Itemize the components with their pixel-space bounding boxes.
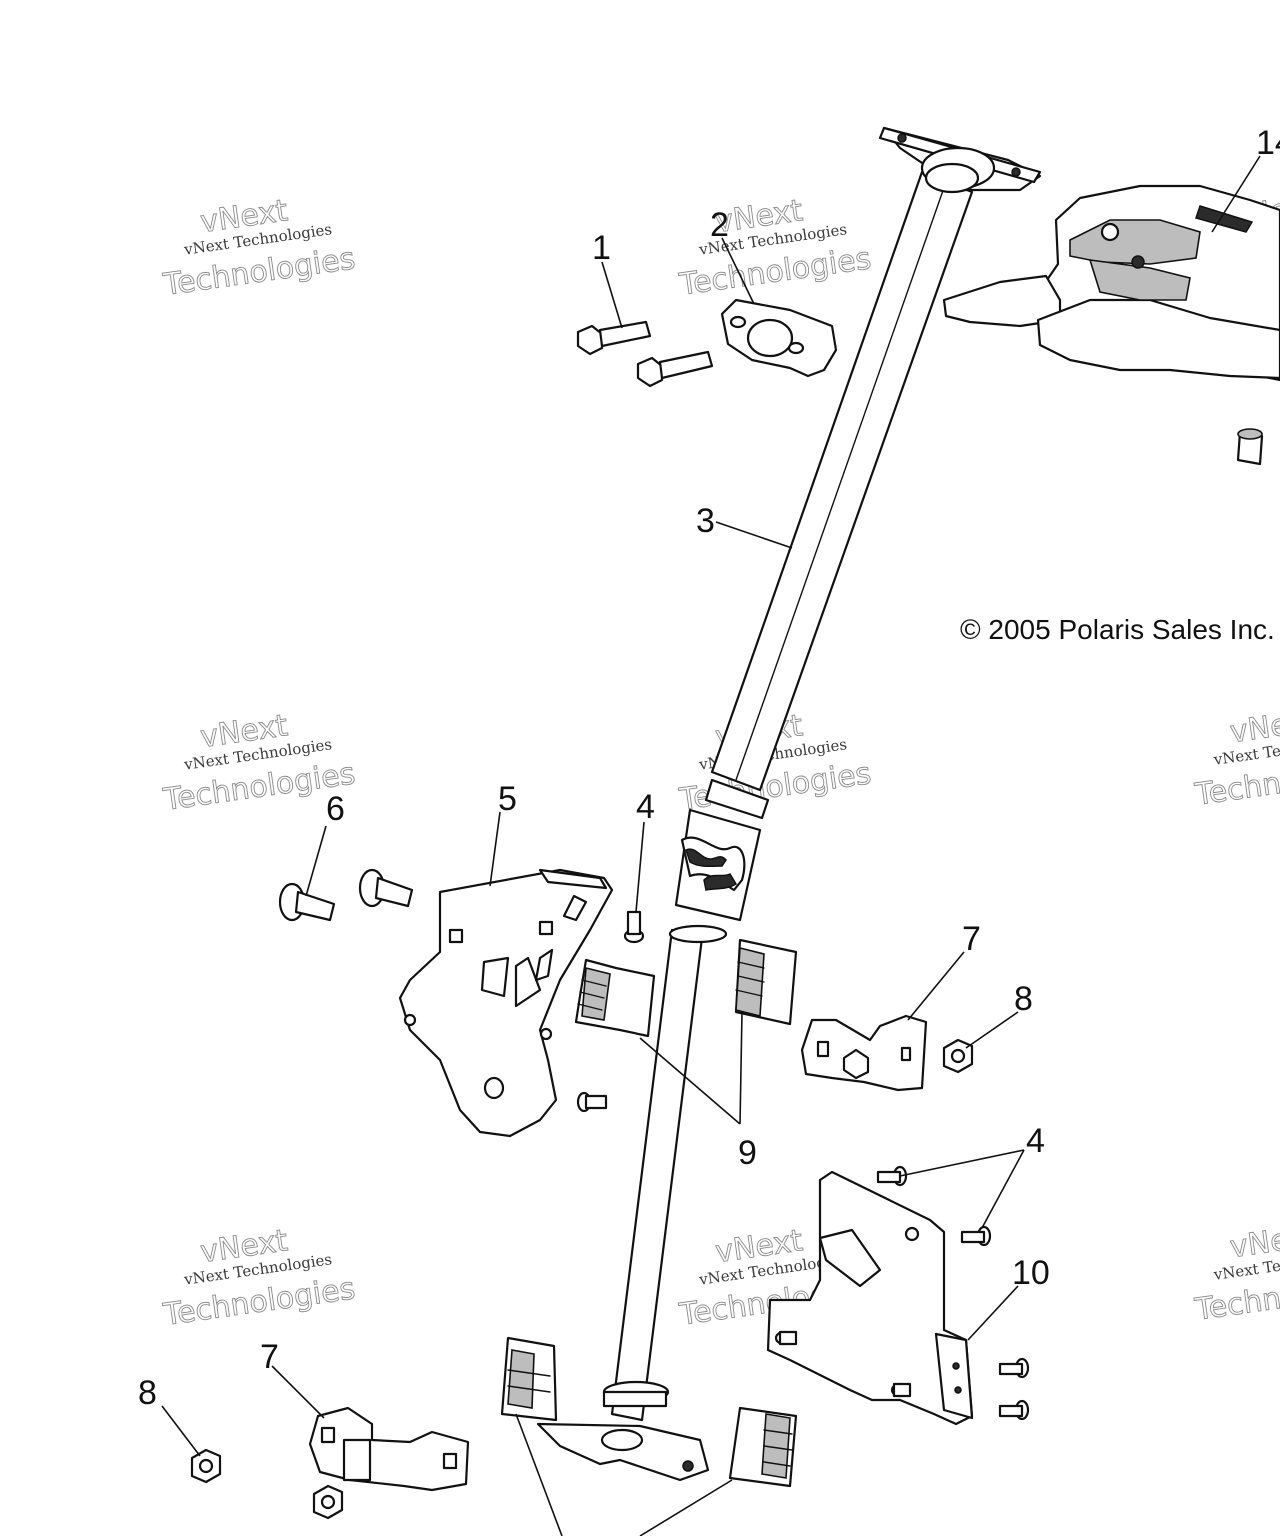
flange-bolt-6b bbox=[358, 868, 414, 908]
bushing-9c bbox=[500, 1336, 558, 1422]
callout-3: 3 bbox=[696, 502, 715, 540]
watermark-bottom-right: vNext vNext Technologies Technologies bbox=[1192, 1218, 1280, 1328]
hex-nut-8-upper bbox=[942, 1038, 974, 1074]
copyright-notice: © 2005 Polaris Sales Inc. bbox=[960, 614, 1275, 645]
mount-bracket-10 bbox=[766, 1170, 974, 1426]
bolt-1a bbox=[576, 320, 652, 356]
clamp-7-lower bbox=[308, 1406, 470, 1492]
bushing-9b bbox=[734, 938, 798, 1026]
callout-9: 9 bbox=[738, 1134, 757, 1172]
shaft-collar bbox=[602, 1380, 670, 1408]
shaft-bottom-plate bbox=[536, 1422, 710, 1482]
hex-nut-8-lower-a bbox=[190, 1448, 222, 1484]
bushing-9a bbox=[574, 958, 656, 1038]
callout-1: 1 bbox=[592, 229, 611, 267]
handlebar-assembly-14 bbox=[942, 184, 1280, 382]
small-bolt-4a bbox=[623, 910, 645, 944]
small-bolt-10b bbox=[998, 1399, 1030, 1421]
leader-lines bbox=[161, 155, 1261, 1536]
callout-2: 2 bbox=[710, 206, 729, 244]
callout-10: 10 bbox=[1012, 1254, 1050, 1292]
small-nut-14 bbox=[1236, 428, 1264, 466]
watermark-mid-right: vNext vNext Technologies Technologies bbox=[1192, 703, 1280, 813]
small-bolt-4-lower bbox=[576, 1091, 608, 1113]
watermark-bottom-left: vNext vNext Technologies Technologies bbox=[160, 1223, 358, 1334]
bolt-1b bbox=[636, 350, 714, 388]
hex-nut-8-lower-b bbox=[312, 1484, 344, 1520]
callout-7a: 7 bbox=[962, 920, 981, 958]
top-flange-plate bbox=[878, 126, 1042, 194]
callout-4a: 4 bbox=[636, 788, 655, 826]
callout-14: 14 bbox=[1256, 124, 1280, 162]
clamp-bracket-2 bbox=[720, 298, 838, 378]
small-bolt-4c bbox=[960, 1225, 992, 1247]
flange-bolt-6a bbox=[278, 882, 336, 922]
callout-8b: 8 bbox=[138, 1374, 157, 1412]
callout-5: 5 bbox=[498, 780, 517, 818]
watermark-top-left: vNext vNext Technologies Technologies bbox=[160, 193, 358, 304]
universal-joint bbox=[668, 778, 770, 944]
callout-6: 6 bbox=[326, 790, 345, 828]
bushing-9d bbox=[728, 1406, 798, 1488]
callout-7b: 7 bbox=[260, 1338, 279, 1376]
mount-bracket-5 bbox=[398, 868, 614, 1138]
small-bolt-10a bbox=[998, 1357, 1030, 1379]
watermark-top-center: vNext vNext Technologies Technologies bbox=[676, 193, 874, 303]
clamp-7-upper bbox=[800, 1014, 928, 1092]
callout-8a: 8 bbox=[1014, 980, 1033, 1018]
callout-4b: 4 bbox=[1026, 1122, 1045, 1160]
